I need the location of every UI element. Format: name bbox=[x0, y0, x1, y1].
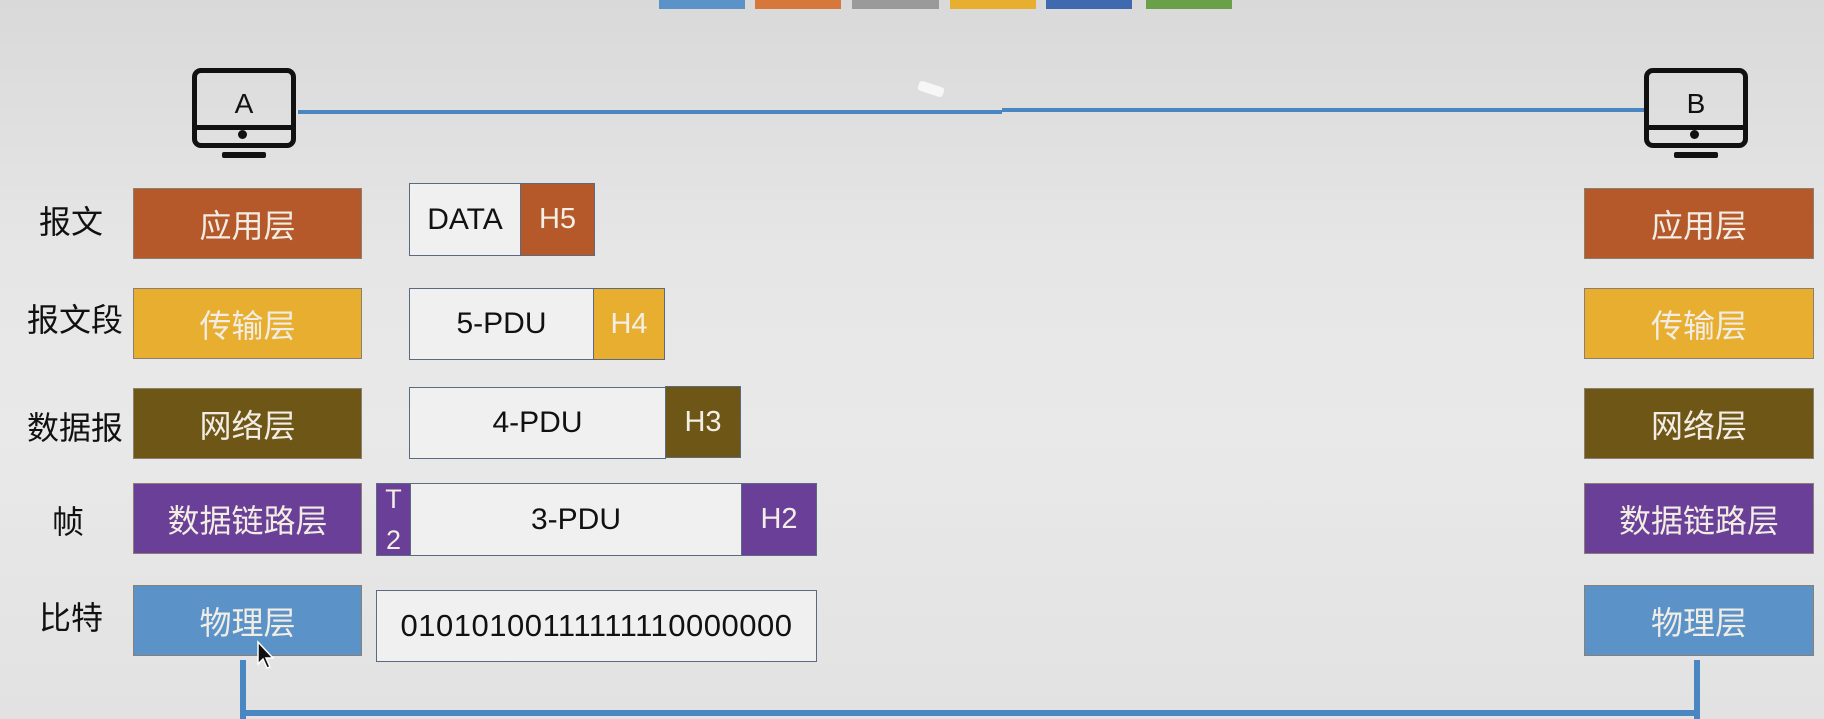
pdu-datalink-trailer-line1: T bbox=[385, 483, 402, 514]
left-application-layer[interactable]: 应用层 bbox=[133, 188, 362, 259]
pdu-network-data: 4-PDU bbox=[409, 387, 666, 459]
right-physical-layer[interactable]: 物理层 bbox=[1584, 585, 1814, 656]
host-a-label: A bbox=[234, 88, 254, 119]
physical-link-bottom bbox=[240, 710, 1700, 716]
host-link-line-right bbox=[1002, 108, 1646, 112]
top-tab-orange[interactable] bbox=[755, 0, 841, 9]
right-application-layer[interactable]: 应用层 bbox=[1584, 188, 1814, 259]
left-datalink-layer[interactable]: 数据链路层 bbox=[133, 483, 362, 554]
pdu-transport-header: H4 bbox=[593, 288, 665, 360]
row-label-datagram: 数据报 bbox=[26, 409, 123, 447]
pdu-datalink-data: 3-PDU bbox=[410, 483, 742, 556]
top-tab-gray[interactable] bbox=[852, 0, 939, 9]
pdu-datalink-header: H2 bbox=[741, 483, 817, 556]
row-label-frame: 帧 bbox=[51, 503, 84, 541]
pdu-application-data: DATA bbox=[409, 183, 521, 256]
row-label-segment: 报文段 bbox=[26, 301, 123, 339]
physical-link-left-drop bbox=[240, 660, 246, 719]
computer-monitor-icon bbox=[1644, 68, 1748, 148]
computer-monitor-icon bbox=[192, 68, 296, 148]
top-tab-blue[interactable] bbox=[659, 0, 745, 9]
pdu-datalink-trailer: T 2 bbox=[376, 483, 411, 556]
top-tab-darkblue[interactable] bbox=[1046, 0, 1132, 9]
pdu-physical-bits: 01010100111111110000000 bbox=[376, 590, 817, 662]
left-physical-layer[interactable]: 物理层 bbox=[133, 585, 362, 656]
pdu-network-header: H3 bbox=[665, 386, 741, 458]
pdu-transport-data: 5-PDU bbox=[409, 288, 594, 360]
top-tab-yellow[interactable] bbox=[950, 0, 1036, 9]
host-b-label: B bbox=[1686, 88, 1706, 119]
left-transport-layer[interactable]: 传输层 bbox=[133, 288, 362, 359]
right-datalink-layer[interactable]: 数据链路层 bbox=[1584, 483, 1814, 554]
top-tab-green[interactable] bbox=[1146, 0, 1232, 9]
pdu-datalink-trailer-line2: 2 bbox=[385, 524, 402, 555]
host-link-line-left bbox=[298, 110, 1002, 114]
pdu-application-header: H5 bbox=[520, 183, 595, 256]
mouse-cursor-icon bbox=[257, 640, 275, 669]
host-a[interactable]: A bbox=[192, 68, 296, 160]
right-transport-layer[interactable]: 传输层 bbox=[1584, 288, 1814, 359]
row-label-bit: 比特 bbox=[38, 599, 103, 637]
small-pointer-icon bbox=[917, 80, 945, 98]
left-network-layer[interactable]: 网络层 bbox=[133, 388, 362, 459]
host-b[interactable]: B bbox=[1644, 68, 1748, 160]
row-label-message: 报文 bbox=[38, 203, 103, 241]
right-network-layer[interactable]: 网络层 bbox=[1584, 388, 1814, 459]
physical-link-right-drop bbox=[1694, 660, 1700, 719]
